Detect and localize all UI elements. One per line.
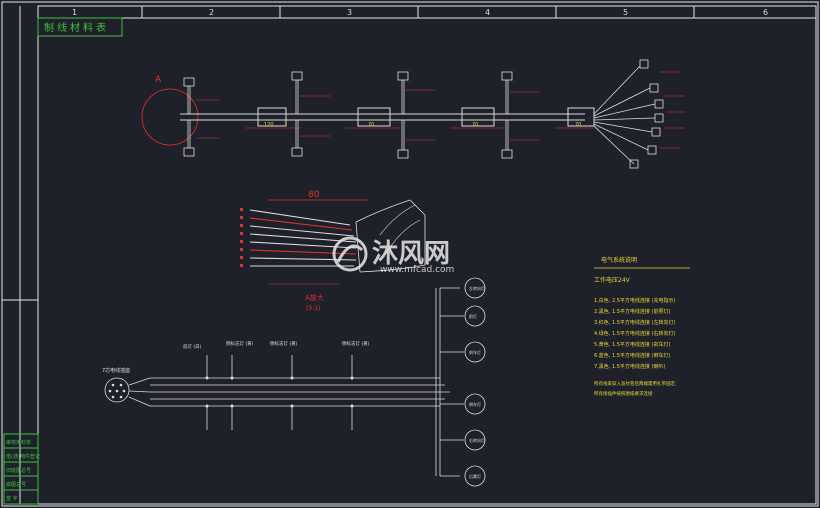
- connector-label: 7芯电线插座: [102, 367, 130, 374]
- electrical-schematic: 7芯电线插座: [102, 277, 486, 487]
- callout-circle: [141, 88, 199, 146]
- sidebar-row: 审核用料单: [6, 439, 31, 446]
- note-line: 工作电压24V: [594, 276, 631, 284]
- harness-sleeve: [567, 107, 595, 127]
- lamp-symbol: [464, 465, 486, 487]
- load-label: 侧标志灯 (黄): [342, 340, 370, 347]
- notes-heading: 电气系统说明: [601, 256, 637, 264]
- left-sidebar: 审核用料单 借(通)用件登记 旧底图总号 底图总号 签 字: [2, 6, 40, 505]
- wiring-harness: A 120 70 70 70: [141, 59, 686, 169]
- note-line: 7.黑色, 1.5平方电线连接 (喇叭): [594, 363, 665, 370]
- sidebar-row: 借(通)用件登记: [6, 453, 40, 460]
- note-line: 4.绿色, 1.5平方电线连接 (右转向灯): [594, 330, 675, 337]
- connector-socket: [104, 377, 130, 403]
- lamp-label: 倒车灯: [469, 401, 481, 407]
- lamp-label: 后雾灯: [469, 473, 481, 479]
- callout-label: A: [155, 75, 162, 85]
- detail-dimension: 80: [308, 190, 320, 200]
- load-label: 侧标志灯 (黄): [226, 340, 254, 347]
- note-footer: 所有接插件按照图纸要求连接: [594, 390, 653, 397]
- column-ruler: 1 2 3 4 5 6: [38, 6, 816, 19]
- lamp-symbol: [464, 429, 486, 451]
- title-block-text: 制线材料表: [44, 21, 109, 34]
- watermark-url: www.mfcad.com: [380, 265, 454, 275]
- harness-sleeve: [357, 107, 391, 127]
- column-label: 6: [763, 8, 768, 17]
- watermark-brand: 沐风网: [372, 239, 450, 269]
- detail-scale: (5:1): [306, 305, 320, 312]
- column-label: 4: [485, 8, 490, 17]
- lamp-label: 前灯: [469, 313, 477, 319]
- harness-sleeve: [257, 107, 287, 127]
- note-line: 6.蓝色, 1.5平方电线连接 (倒车灯): [594, 352, 670, 359]
- column-label: 1: [72, 8, 77, 17]
- segment-label: 70: [472, 122, 478, 128]
- segment-label: 70: [575, 122, 581, 128]
- segment-label: 120: [264, 122, 274, 128]
- column-label: 2: [209, 8, 214, 17]
- lamp-symbol: [464, 277, 486, 299]
- note-line: 1.白色, 2.5平方电线连接 (充电指示): [594, 297, 675, 304]
- detail-view-a: 80 A放大 (5:1): [240, 190, 426, 312]
- lamp-symbol: [464, 305, 486, 327]
- sidebar-row: 签 字: [6, 495, 18, 502]
- load-label: 前灯 (白): [183, 343, 202, 350]
- lamp-label: 刹车灯: [469, 349, 481, 355]
- lamp-symbol: [464, 393, 486, 415]
- note-footer: 所有线束穿入波纹管后两端需用扎带固定,: [594, 380, 676, 387]
- harness-sleeve: [461, 107, 495, 127]
- segment-label: 70: [368, 122, 374, 128]
- note-line: 3.红色, 1.5平方电线连接 (左转向灯): [594, 319, 675, 326]
- lamp-label: 右转向灯: [469, 437, 485, 443]
- note-line: 5.黄色, 1.5平方电线连接 (刹车灯): [594, 341, 670, 348]
- watermark: 沐风网 www.mfcad.com: [332, 236, 454, 275]
- sidebar-row: 底图总号: [6, 481, 26, 488]
- lamp-symbol: [464, 341, 486, 363]
- column-label: 5: [623, 8, 628, 17]
- electrical-notes: 电气系统说明 工作电压24V 1.白色, 2.5平方电线连接 (充电指示) 2.…: [594, 256, 690, 397]
- lamp-label: 左转向灯: [469, 285, 485, 291]
- inner-frame: [37, 5, 817, 505]
- detail-caption: A放大: [305, 293, 324, 302]
- load-label: 侧标志灯 (黄): [270, 340, 298, 347]
- column-label: 3: [347, 8, 352, 17]
- sidebar-row: 旧底图总号: [6, 467, 31, 474]
- note-line: 2.黑色, 1.5平方电线连接 (前照灯): [594, 308, 670, 315]
- title-block: [37, 17, 123, 37]
